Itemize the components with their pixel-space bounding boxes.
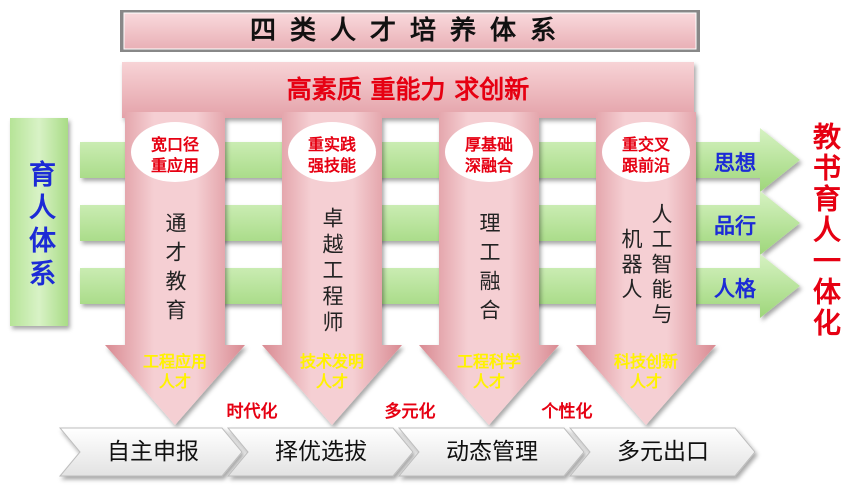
feature-label-diverse: 多元化 — [384, 402, 436, 422]
diagram-subtitle: 高素质 重能力 求创新 — [286, 75, 530, 104]
process-chevrons — [58, 427, 756, 477]
arrow-label-thought: 思想 — [714, 151, 756, 175]
column-3-ellipse-line-1: 厚基础 — [464, 135, 513, 154]
column-4-outcome-line-2: 人才 — [629, 372, 662, 391]
column-2-outcome-line-2: 人才 — [315, 372, 348, 391]
left-green-bar — [10, 118, 68, 326]
column-4-name: 人工智能与机器人 — [619, 202, 673, 328]
column-3-outcome-line-1: 工程科学 — [456, 352, 521, 371]
title-bar — [120, 10, 700, 52]
column-1-ellipse-line-1: 宽口径 — [150, 135, 199, 154]
column-2-ellipse-line-1: 重实践 — [307, 135, 356, 154]
pink-arrow-frame — [105, 62, 716, 425]
column-1-outcome-line-2: 人才 — [158, 372, 191, 391]
column-ellipses — [131, 122, 690, 182]
diagram-title: 四类人才培养体系 — [249, 16, 570, 46]
process-step-4: 多元出口 — [617, 439, 709, 465]
column-1-ellipse-line-2: 重应用 — [150, 156, 199, 175]
column-2-ellipse-line-2: 强技能 — [307, 156, 356, 175]
right-vertical-label: 教书育人一体化 — [809, 121, 842, 339]
arrow-label-conduct: 品行 — [714, 214, 756, 238]
column-4-ellipse-line-2: 跟前沿 — [621, 156, 670, 175]
column-2-outcome-line-1: 技术发明 — [299, 352, 364, 371]
left-vertical-label: 育人体系 — [24, 160, 55, 292]
column-3-ellipse-line-2: 深融合 — [464, 156, 513, 175]
process-step-2: 择优选拔 — [275, 439, 367, 465]
process-step-3: 动态管理 — [446, 439, 538, 465]
column-4-ellipse-line-1: 重交叉 — [621, 135, 670, 154]
column-1-name: 通才教育 — [163, 212, 187, 328]
column-3-outcome-line-2: 人才 — [472, 372, 505, 391]
process-step-1: 自主申报 — [107, 439, 199, 465]
column-3-name: 理工融合 — [477, 212, 501, 328]
feature-label-era: 时代化 — [226, 402, 278, 422]
feature-label-individual: 个性化 — [541, 402, 593, 422]
column-1-outcome-line-1: 工程应用 — [142, 352, 207, 371]
column-2-name: 卓越工程师 — [320, 207, 344, 337]
column-4-outcome-line-1: 科技创新 — [613, 352, 678, 371]
arrow-label-personality: 人格 — [714, 277, 756, 301]
